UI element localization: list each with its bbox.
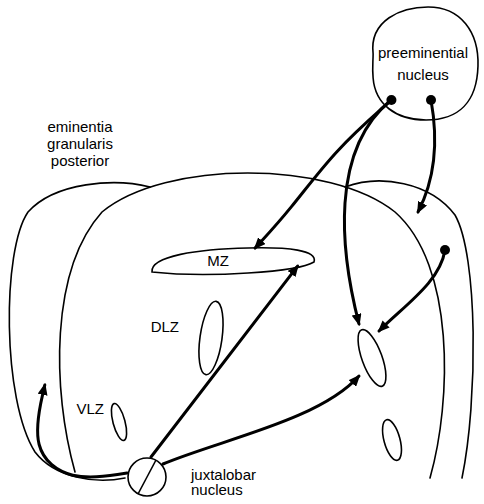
projection-connector [37,385,127,477]
zone-outline [108,402,129,442]
zone-shape: MZ [148,244,318,278]
projection-connector [255,100,391,248]
zone-outline [195,300,227,376]
axon-origin-dot [440,245,450,255]
nucleus-divider [138,460,156,494]
projection-arrow [163,376,359,464]
right-vlz-outline [379,418,405,463]
brain-region: eminentia granularis posterior [25,118,135,385]
right-dlz-outline [352,326,391,389]
zone-outline [152,248,314,275]
nucleus-blob: preeminential nucleus [367,4,479,122]
projection-connector [151,266,298,457]
axon-origin-dot [386,95,396,105]
right-lobe-outline [345,181,473,478]
node-outline [195,298,227,378]
zone-label: MZ [198,252,238,269]
node-outline [367,4,479,122]
zone-shape: DLZ [195,298,227,378]
projection-arrow [379,250,445,331]
axon-origin-dot [426,95,436,105]
nucleus-circle: juxtalobar nucleus [127,457,167,497]
node-outline [108,400,130,444]
nucleus-label: preeminential nucleus [367,42,479,86]
left-lobe-outline [9,183,150,480]
zone-label: DLZ [139,318,179,335]
nucleus-outline [373,7,478,120]
nucleus-label: juxtalobar nucleus [191,467,267,497]
zone-label: VLZ [66,400,104,417]
projection-arrow [418,100,435,212]
nucleus-outline [128,458,166,496]
region-label: eminentia granularis posterior [25,118,135,169]
ell-body-outline [60,173,445,478]
zone-shape: VLZ [108,400,130,444]
projection-arrow [344,100,391,324]
node-outline [127,457,167,497]
node-outline [148,244,318,278]
